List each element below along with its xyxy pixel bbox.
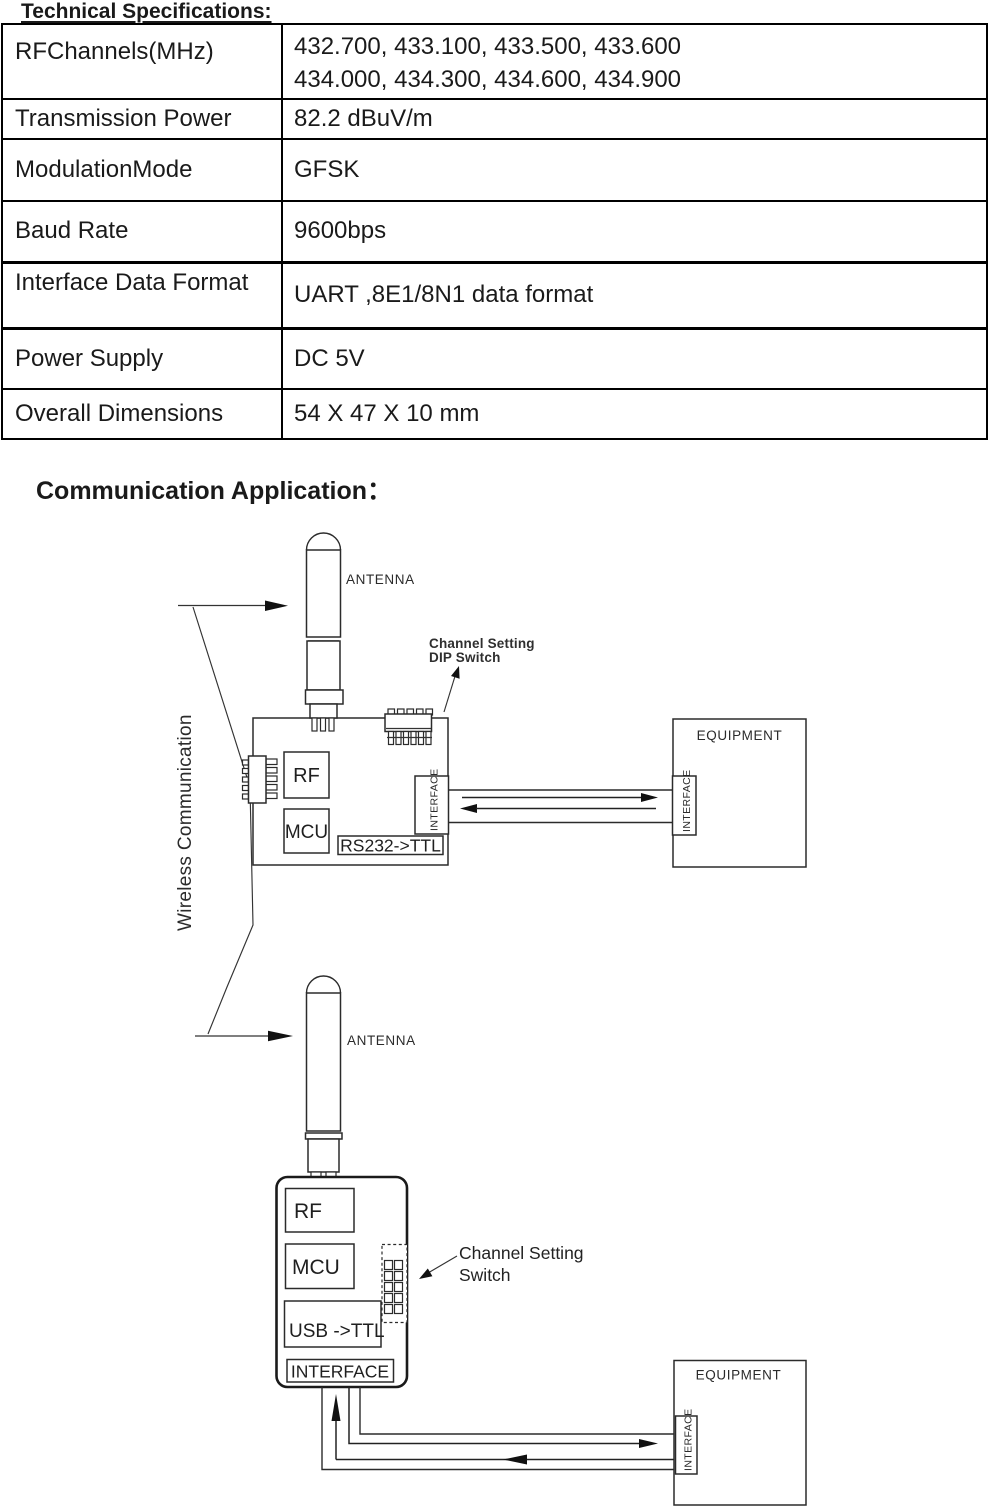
spec-table: RFChannels(MHz) 432.700, 433.100, 433.50… [1, 23, 988, 440]
spec-row-label: Baud Rate [1, 200, 283, 263]
signal-arrow-right-b-icon [639, 1439, 658, 1448]
antenna-b [304, 975, 343, 1179]
rf-block-a [283, 751, 330, 799]
ic-chip-a [241, 755, 278, 804]
antenna-a-label: ANTENNA [346, 572, 415, 587]
rf-label-a: RF [293, 765, 320, 787]
communication-application-heading: Communication Application： [36, 477, 393, 505]
dip-note-arrow-icon [451, 666, 460, 679]
equipment-b-interface-label: INTERFACE [683, 1408, 695, 1471]
interface-block-b [286, 1358, 395, 1383]
antenna-a [304, 532, 344, 732]
spec-row-label: RFChannels(MHz) [1, 23, 283, 100]
spec-row-label: Power Supply [1, 327, 283, 390]
table-row: Transmission Power 82.2 dBuV/m [1, 98, 988, 140]
spec-value-line1: 432.700, 433.100, 433.500, 433.600 [294, 33, 682, 60]
equipment-a-interface-box [671, 775, 697, 836]
spec-row-value: 432.700, 433.100, 433.500, 433.600 434.0… [281, 23, 988, 100]
mcu-label-b: MCU [292, 1256, 340, 1279]
converter-block-b [283, 1300, 382, 1348]
mcu-label-a: MCU [285, 822, 328, 843]
spec-row-value: UART ,8E1/8N1 data format [281, 260, 988, 330]
equipment-a-label: EQUIPMENT [697, 728, 783, 743]
wireless-bracket: Wireless Communication [175, 600, 293, 1042]
spec-row-label: Interface Data Format [1, 260, 283, 330]
table-row: RFChannels(MHz) 432.700, 433.100, 433.50… [1, 23, 988, 100]
rf-block-b [284, 1187, 355, 1233]
table-row: Interface Data Format UART ,8E1/8N1 data… [1, 260, 988, 330]
signal-arrow-right-a-icon [641, 793, 658, 802]
spec-row-value: 82.2 dBuV/m [281, 98, 988, 140]
mcu-block-a [283, 808, 330, 854]
channel-switch-b [381, 1243, 408, 1324]
spec-row-value: DC 5V [281, 327, 988, 390]
spec-row-value: GFSK [281, 138, 988, 202]
equipment-b-label: EQUIPMENT [696, 1368, 782, 1383]
pointer-arrow-bottom-icon [268, 1030, 293, 1042]
spec-row-value: 9600bps [281, 200, 988, 263]
switch-note-line2: Switch [459, 1265, 511, 1285]
switch-note-line1: Channel Setting [459, 1243, 584, 1263]
spec-row-label: Transmission Power [1, 98, 283, 140]
interface-label-b: INTERFACE [291, 1362, 389, 1382]
interface-label-a: INTERFACE [429, 768, 441, 831]
spec-row-label: Overall Dimensions [1, 388, 283, 440]
station-a: ANTENNA Channel Setting [241, 532, 807, 868]
pointer-arrow-top-icon [265, 600, 288, 611]
table-row: Baud Rate 9600bps [1, 200, 988, 263]
signal-arrow-left-a-icon [460, 804, 477, 813]
signal-arrow-left-b-icon [503, 1454, 527, 1465]
table-row: Power Supply DC 5V [1, 327, 988, 390]
spec-value-line2: 434.000, 434.300, 434.600, 434.900 [294, 66, 682, 93]
spec-row-label: ModulationMode [1, 138, 283, 202]
technical-specifications-heading: Technical Specifications: [21, 0, 272, 23]
dip-switch-a [384, 708, 434, 746]
equipment-a-interface-label: INTERFACE [681, 769, 693, 832]
converter-label-a: RS232->TTL [340, 836, 441, 856]
equipment-b-interface-box [674, 1415, 698, 1475]
dip-note-line2: DIP Switch [429, 650, 501, 665]
rf-label-b: RF [294, 1200, 322, 1223]
cable-a [448, 789, 673, 824]
mcu-block-b [284, 1243, 355, 1290]
signal-arrow-up-b-icon [331, 1394, 341, 1421]
station-b: ANTENNA RF MCU USB ->TTL Channel Setting [275, 975, 807, 1506]
antenna-b-label: ANTENNA [347, 1033, 416, 1048]
table-row: Overall Dimensions 54 X 47 X 10 mm [1, 388, 988, 440]
switch-note-arrow-icon [419, 1268, 433, 1279]
interface-block-a [414, 775, 450, 835]
converter-block-a [337, 835, 444, 856]
dip-note-line1: Channel Setting [429, 636, 535, 651]
wireless-communication-label: Wireless Communication [175, 714, 196, 931]
converter-label-b: USB ->TTL [289, 1321, 385, 1342]
table-row: ModulationMode GFSK [1, 138, 988, 202]
spec-row-value: 54 X 47 X 10 mm [281, 388, 988, 440]
cable-b [321, 1387, 674, 1471]
